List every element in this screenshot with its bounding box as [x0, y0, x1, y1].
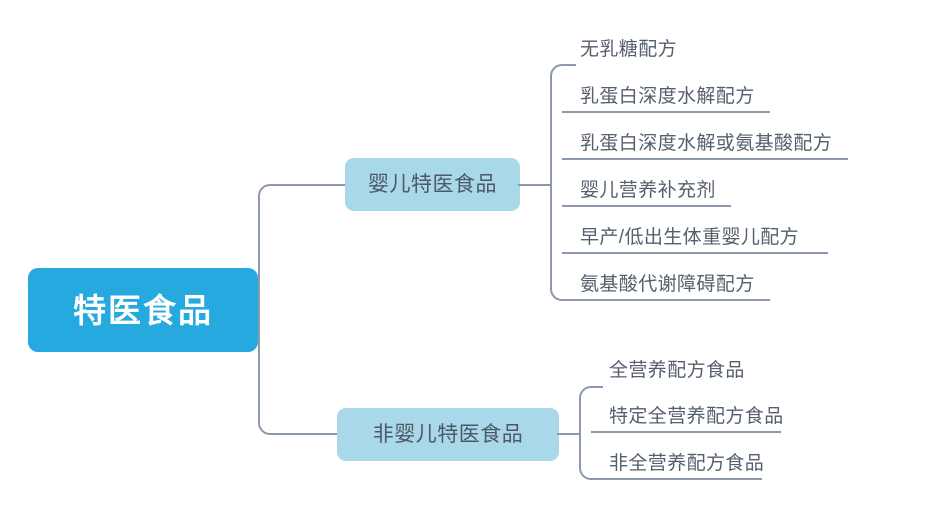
leaf-underline — [562, 111, 770, 113]
branch-node-infant[interactable]: 婴儿特医食品 — [345, 158, 520, 211]
connector-trunk-upper — [258, 184, 278, 310]
leaf-underline — [591, 478, 762, 480]
connector-infant-stub — [518, 184, 552, 186]
connector-noninfant-spine-top — [579, 386, 603, 434]
leaf-item[interactable]: 全营养配方食品 — [591, 348, 745, 387]
leaf-underline — [562, 299, 770, 301]
leaf-item-label: 婴儿营养补充剂 — [580, 180, 716, 201]
leaf-underline — [562, 158, 848, 160]
leaf-item[interactable]: 早产/低出生体重婴儿配方 — [562, 214, 828, 254]
leaf-item[interactable]: 氨基酸代谢障碍配方 — [562, 261, 770, 301]
leaf-underline — [591, 431, 781, 433]
leaf-underline — [562, 205, 731, 207]
leaf-item[interactable]: 乳蛋白深度水解或氨基酸配方 — [562, 120, 848, 160]
leaf-item-label: 早产/低出生体重婴儿配方 — [580, 227, 800, 248]
root-node-label: 特医食品 — [73, 291, 213, 329]
leaf-item-label: 非全营养配方食品 — [609, 453, 765, 474]
leaf-item[interactable]: 婴儿营养补充剂 — [562, 167, 731, 207]
leaf-item[interactable]: 无乳糖配方 — [562, 26, 692, 66]
connector-to-branch-noninfant — [276, 433, 340, 435]
connector-infant-spine-top — [550, 64, 576, 185]
leaf-item[interactable]: 非全营养配方食品 — [591, 441, 765, 480]
leaf-item[interactable]: 乳蛋白深度水解配方 — [562, 73, 770, 113]
leaf-item-label: 无乳糖配方 — [580, 39, 678, 60]
branch-node-noninfant[interactable]: 非婴儿特医食品 — [337, 408, 559, 461]
leaf-underline — [562, 252, 828, 254]
leaf-item-label: 全营养配方食品 — [609, 360, 745, 381]
branch-node-noninfant-label: 非婴儿特医食品 — [372, 423, 524, 446]
connector-noninfant-stub — [557, 433, 581, 435]
leaf-item-label: 乳蛋白深度水解配方 — [580, 86, 755, 107]
leaf-item-label: 氨基酸代谢障碍配方 — [580, 274, 755, 295]
branch-node-infant-label: 婴儿特医食品 — [368, 173, 497, 196]
leaf-item-label: 乳蛋白深度水解或氨基酸配方 — [580, 133, 833, 154]
connector-trunk-lower — [258, 309, 278, 435]
leaf-item[interactable]: 特定全营养配方食品 — [591, 394, 784, 433]
root-node[interactable]: 特医食品 — [28, 268, 258, 352]
leaf-item-label: 特定全营养配方食品 — [609, 406, 784, 427]
connector-to-branch-infant — [276, 184, 348, 186]
